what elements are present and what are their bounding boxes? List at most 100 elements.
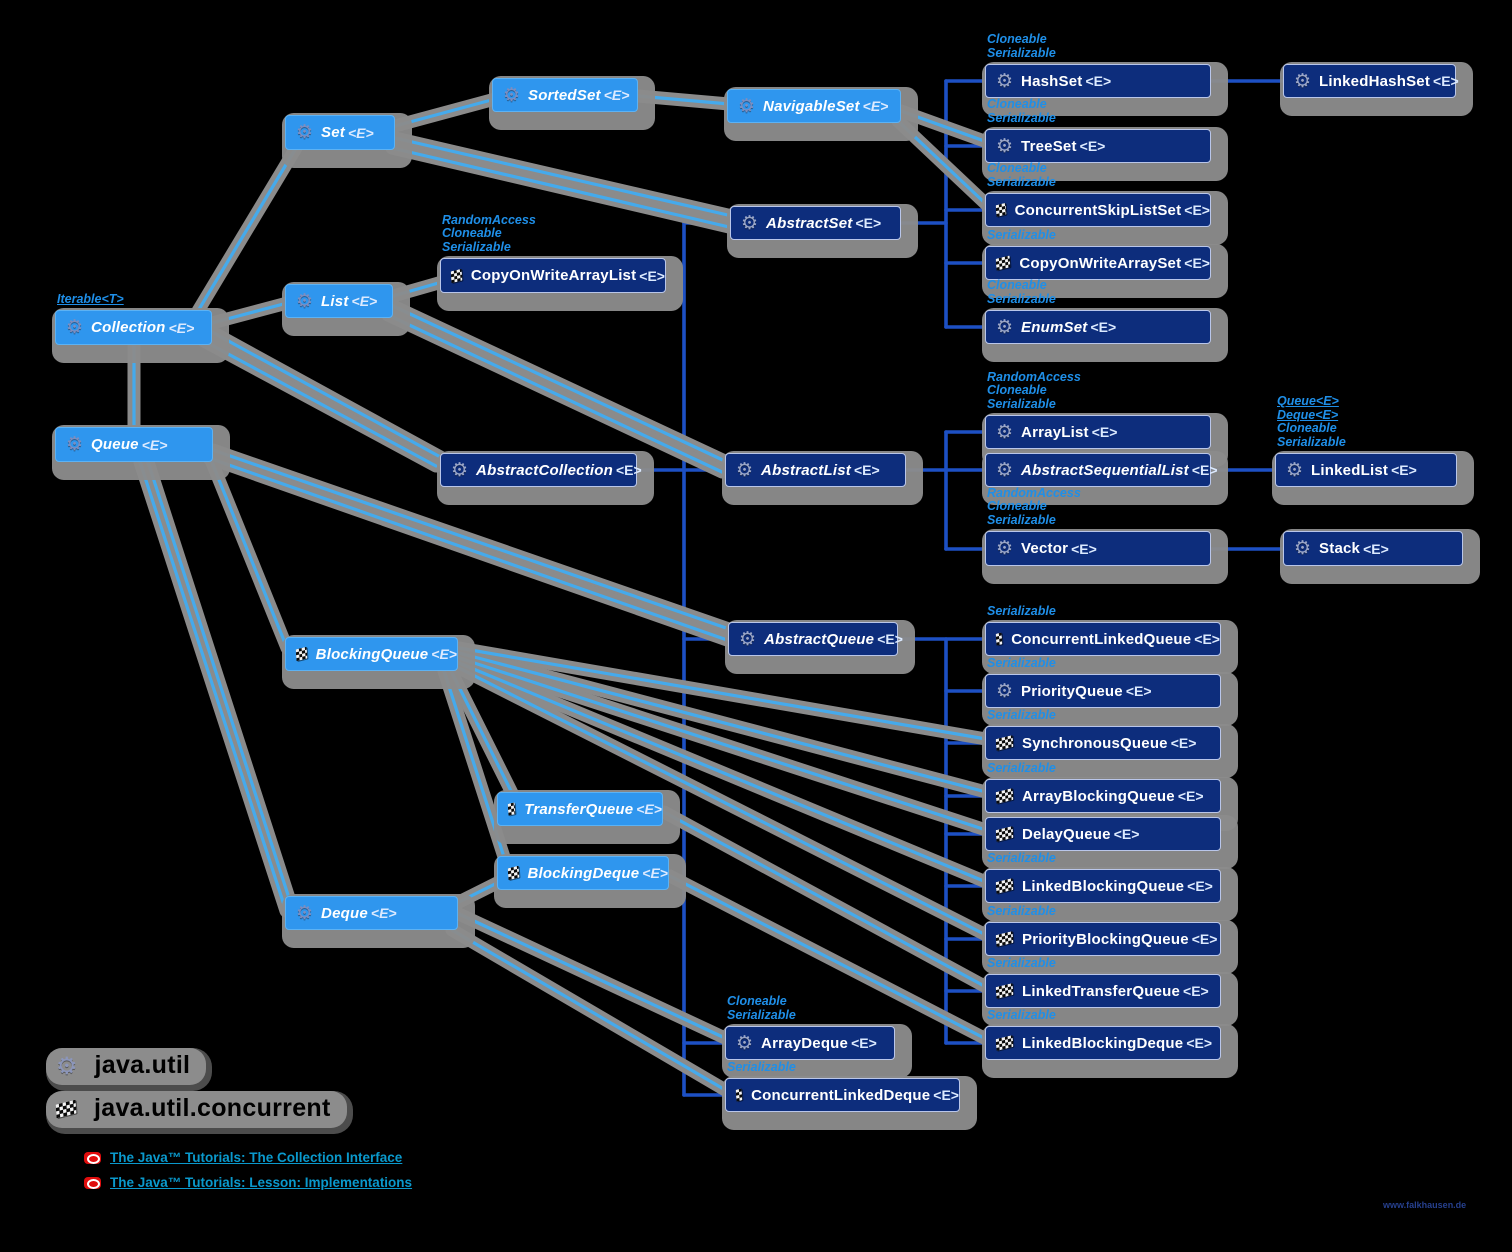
sortedset-box[interactable]: ⚙SortedSet<E>: [492, 78, 638, 112]
implements-edge: [457, 646, 988, 741]
checkered-flag-icon: [507, 865, 519, 881]
arraydeque-label: ArrayDeque: [761, 1034, 849, 1052]
navigableset-generic: <E>: [862, 98, 889, 114]
linkedblockingqueue-box[interactable]: LinkedBlockingQueue<E>: [985, 869, 1221, 903]
collection-box[interactable]: ⚙Collection<E>: [55, 310, 212, 345]
blockingqueue-generic: <E>: [431, 646, 457, 662]
legend-java-util-concurrent: java.util.concurrent: [46, 1091, 347, 1128]
implements-edge: [390, 146, 731, 229]
annotation-cloneable: Cloneable: [987, 278, 1047, 292]
deque-box[interactable]: ⚙Deque<E>: [285, 896, 458, 930]
enumset-box[interactable]: ⚙EnumSet<E>: [985, 310, 1211, 344]
abstractset-label: AbstractSet: [766, 214, 853, 232]
implements-edge: [391, 304, 729, 464]
hashset-box[interactable]: ⚙HashSet<E>: [985, 64, 1211, 98]
queue-box[interactable]: ⚙Queue<E>: [55, 427, 213, 462]
arraydeque-box[interactable]: ⚙ArrayDeque<E>: [725, 1026, 895, 1060]
vector-box[interactable]: ⚙Vector<E>: [985, 531, 1211, 566]
sortedset-generic: <E>: [603, 87, 630, 103]
abstractlist-box[interactable]: ⚙AbstractList<E>: [725, 453, 906, 487]
implements-edge: [457, 912, 729, 1041]
collection-generic: <E>: [168, 319, 195, 336]
link-lesson-implementations[interactable]: The Java™ Tutorials: Lesson: Implementat…: [110, 1175, 413, 1190]
annotation-serializable: Serializable: [727, 1007, 796, 1022]
annotation-cloneable: Cloneable: [727, 994, 787, 1008]
implements-edge: [442, 669, 506, 859]
blockingqueue-box[interactable]: BlockingQueue<E>: [285, 637, 458, 671]
implements-edge: [636, 94, 731, 106]
linkedblockingdeque-annotations: Serializable: [987, 1008, 1056, 1023]
linkedtransferqueue-box[interactable]: LinkedTransferQueue<E>: [985, 974, 1221, 1008]
link-row: The Java™ Tutorials: The Collection Inte…: [84, 1150, 412, 1165]
vector-generic: <E>: [1071, 540, 1097, 557]
navigableset-box[interactable]: ⚙NavigableSet<E>: [727, 89, 901, 123]
annotation-serializable: Serializable: [987, 396, 1056, 411]
abstractqueue-box[interactable]: ⚙AbstractQueue<E>: [728, 622, 903, 656]
abstractsequentiallist-generic: <E>: [1191, 462, 1218, 478]
implements-edge: [138, 460, 288, 913]
treeset-box[interactable]: ⚙TreeSet<E>: [985, 129, 1211, 163]
linkedblockingdeque-box[interactable]: LinkedBlockingDeque<E>: [985, 1026, 1221, 1060]
concurrentlinkeddeque-annotations: Serializable: [727, 1060, 796, 1075]
concurrentlinkedqueue-generic: <E>: [1194, 631, 1220, 647]
concurrentskiplistset-box[interactable]: ConcurrentSkipListSet<E>: [985, 193, 1211, 227]
watermark-link[interactable]: www.falkhausen.de: [1383, 1200, 1467, 1210]
transferqueue-box[interactable]: TransferQueue<E>: [497, 792, 663, 826]
annotation-randomaccess: RandomAccess: [987, 369, 1081, 384]
abstractset-generic: <E>: [855, 215, 882, 231]
annotation-dequee[interactable]: Deque<E>: [1277, 407, 1339, 422]
linkedhashset-box[interactable]: ⚙LinkedHashSet<E>: [1283, 64, 1459, 98]
list-box[interactable]: ⚙List<E>: [285, 284, 393, 318]
copyonwritearraylist-box[interactable]: CopyOnWriteArrayList<E>: [440, 258, 666, 293]
annotation-serializable: Serializable: [987, 850, 1056, 865]
abstractcollection-label: AbstractCollection: [476, 461, 613, 479]
arraylist-generic: <E>: [1091, 424, 1118, 440]
implements-edge: [386, 313, 724, 474]
abstractcollection-box[interactable]: ⚙AbstractCollection<E>: [440, 453, 642, 487]
stack-label: Stack: [1319, 540, 1361, 557]
linkedblockingqueue-label: LinkedBlockingQueue: [1022, 877, 1185, 895]
annotation-iterablet[interactable]: Iterable<T>: [57, 291, 124, 306]
abstractsequentiallist-label: AbstractSequentialList: [1021, 461, 1189, 479]
implements-edge: [393, 97, 497, 128]
linkedtransferqueue-label: LinkedTransferQueue: [1022, 982, 1181, 1000]
checkered-flag-icon: [995, 255, 1011, 271]
concurrentlinkedqueue-box[interactable]: ConcurrentLinkedQueue<E>: [985, 622, 1221, 656]
link-collection-interface[interactable]: The Java™ Tutorials: The Collection Inte…: [110, 1150, 403, 1165]
arraylist-box[interactable]: ⚙ArrayList<E>: [985, 415, 1211, 449]
linkedlist-box[interactable]: ⚙LinkedList<E>: [1275, 453, 1457, 487]
priorityqueue-label: PriorityQueue: [1021, 682, 1123, 700]
synchronousqueue-box[interactable]: SynchronousQueue<E>: [985, 726, 1221, 760]
checkered-flag-icon: [995, 931, 1014, 947]
gear-icon: ⚙: [996, 69, 1014, 92]
oracle-icon: [84, 1176, 101, 1189]
gear-icon: ⚙: [1294, 537, 1312, 559]
set-box[interactable]: ⚙Set<E>: [285, 115, 395, 150]
annotation-serializable: Serializable: [987, 903, 1056, 918]
blockingdeque-box[interactable]: BlockingDeque<E>: [497, 856, 669, 890]
concurrentskiplistset-generic: <E>: [1184, 202, 1210, 218]
checkered-flag-icon: [995, 983, 1014, 999]
queue-generic: <E>: [141, 436, 168, 453]
annotation-queuee[interactable]: Queue<E>: [1277, 394, 1339, 408]
priorityqueue-box[interactable]: ⚙PriorityQueue<E>: [985, 674, 1221, 708]
list-label: List: [321, 292, 349, 310]
navigableset-label: NavigableSet: [763, 97, 860, 115]
checkered-flag-icon: [995, 826, 1014, 842]
gear-icon: ⚙: [1286, 458, 1304, 481]
treeset-label: TreeSet: [1021, 137, 1077, 155]
copyonwritearrayset-box[interactable]: CopyOnWriteArraySet<E>: [985, 246, 1211, 280]
priorityblockingqueue-box[interactable]: PriorityBlockingQueue<E>: [985, 922, 1221, 956]
arrayblockingqueue-box[interactable]: ArrayBlockingQueue<E>: [985, 779, 1221, 813]
delayqueue-box[interactable]: DelayQueue<E>: [985, 817, 1221, 851]
stack-box[interactable]: ⚙Stack<E>: [1283, 531, 1463, 566]
concurrentlinkeddeque-box[interactable]: ConcurrentLinkedDeque<E>: [725, 1078, 960, 1112]
abstractsequentiallist-box[interactable]: ⚙AbstractSequentialList<E>: [985, 453, 1218, 487]
tutorial-links: The Java™ Tutorials: The Collection Inte…: [84, 1150, 412, 1200]
abstractset-box[interactable]: ⚙AbstractSet<E>: [730, 206, 901, 240]
